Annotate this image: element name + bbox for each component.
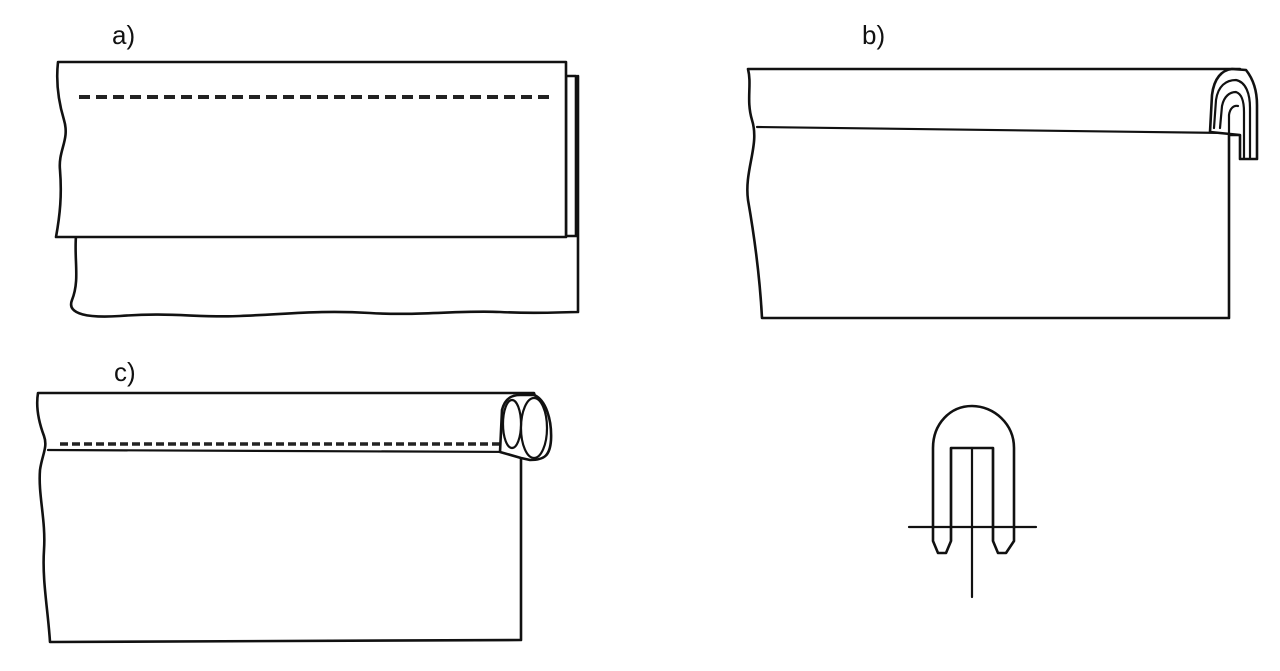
panel-b-label: b) [862,20,885,50]
panel-d-cross-section [907,404,1038,599]
panel-b-roll-layer-1 [1212,78,1252,160]
panel-b-roll-layer-3 [1227,104,1240,137]
panel-c-label: c) [114,357,136,387]
panel-c-rolled-hem [498,393,553,462]
panel-c-roll-loop-2 [519,396,549,460]
panel-b-fold-line [755,125,1230,135]
panel-b: b) [746,20,1259,320]
panel-a-label: a) [112,20,135,50]
panel-a: a) [54,20,580,318]
panel-b-rolled-edge [1208,67,1259,161]
panel-c-fold-line [46,448,522,454]
panel-b-fabric-body [746,67,1242,320]
panel-b-roll-layer-2 [1218,90,1246,160]
panel-c: c) [35,357,553,644]
panel-c-fabric-body [35,391,538,644]
panel-a-front-layer [54,60,568,239]
cross-section-outer-fold [931,404,1016,555]
